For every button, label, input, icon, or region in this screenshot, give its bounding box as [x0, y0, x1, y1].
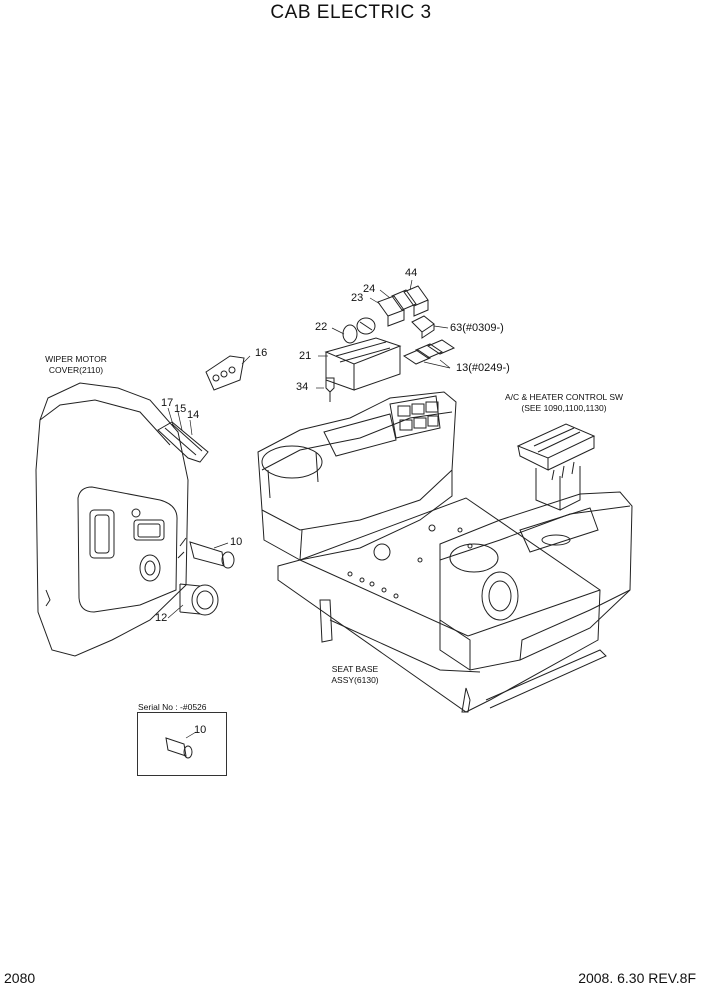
part-label-15: 15	[174, 403, 187, 415]
seat-base-frame	[277, 497, 607, 713]
part-label-14: 14	[187, 409, 200, 421]
part-label-34: 34	[296, 381, 309, 393]
part-21-switch-panel	[324, 337, 402, 391]
page-title: CAB ELECTRIC 3	[270, 2, 432, 23]
part-label-22: 22	[315, 321, 328, 333]
part-label-12: 12	[155, 612, 168, 624]
part-label-10: 10	[230, 536, 243, 548]
page-number: 2080	[4, 970, 36, 986]
part-10-lighter	[177, 537, 235, 569]
note-seat-base-line2: ASSY(6130)	[331, 675, 379, 685]
inset-part-10	[165, 731, 197, 759]
note-wiper-cover-line2: COVER(2110)	[48, 365, 104, 375]
part-16-switch-plate	[205, 355, 245, 391]
left-console	[257, 391, 457, 561]
part-14-15-17-bracket	[157, 421, 209, 463]
inset-serial-label: Serial No : -#0526	[138, 702, 207, 712]
leader-lines-left	[167, 355, 251, 619]
part-label-44: 44	[405, 267, 418, 279]
part-34-screw	[325, 377, 335, 402]
revision-date: 2008. 6.30 REV.8F	[578, 970, 696, 986]
part-12-socket	[179, 583, 219, 616]
part-label-24: 24	[363, 283, 376, 295]
part-label-17: 17	[161, 397, 174, 409]
leader-lines-top	[316, 279, 451, 389]
right-console	[439, 491, 633, 671]
part-63-switch	[411, 315, 435, 339]
part-13-switch-covers	[402, 339, 456, 365]
part-22-key-switch	[342, 317, 376, 344]
note-ac-switch-line2: (SEE 1090,1100,1130)	[521, 403, 607, 413]
part-label-63: 63(#0309-)	[450, 322, 504, 334]
part-label-21: 21	[299, 350, 312, 362]
part-label-13: 13(#0249-)	[456, 362, 510, 374]
part-label-16: 16	[255, 347, 268, 359]
wiper-motor-cover	[35, 382, 189, 657]
note-wiper-cover-line1: WIPER MOTOR	[45, 354, 107, 364]
part-label-23: 23	[351, 292, 364, 304]
note-seat-base-line1: SEAT BASE	[331, 664, 379, 674]
note-ac-switch-line1: A/C & HEATER CONTROL SW	[504, 392, 624, 402]
ac-heater-control-switch	[516, 423, 596, 511]
inset-box	[137, 712, 227, 776]
parts-23-24-44-rocker-switches	[377, 285, 429, 327]
inset-part-10-label: 10	[194, 724, 207, 736]
